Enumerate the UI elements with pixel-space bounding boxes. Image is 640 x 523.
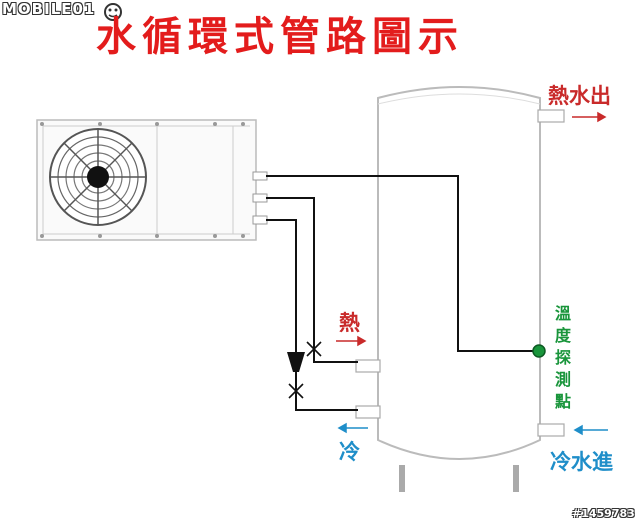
- cold-water-in-label: 冷水進: [550, 450, 613, 474]
- fan-icon: [49, 128, 147, 226]
- watermark-face-icon: [104, 3, 122, 21]
- cold-label: 冷: [339, 440, 360, 464]
- water-tank: [355, 86, 565, 492]
- heat-pump-unit: [36, 119, 268, 241]
- page-title: 水循環式管路圖示: [96, 13, 464, 60]
- hot-water-out-label: 熱水出: [548, 84, 611, 108]
- pipes: [266, 175, 536, 411]
- watermark-logo: MOBILE01: [2, 0, 96, 18]
- hot-label: 熱: [339, 311, 360, 335]
- cold-in-arrow-icon: [573, 424, 608, 436]
- image-id-watermark: #1459783: [572, 507, 635, 520]
- valve-icon: [288, 341, 322, 399]
- temperature-probe-icon: [532, 344, 546, 358]
- pump-icon: [287, 352, 305, 372]
- temperature-probe-label: 溫度探測點: [554, 304, 571, 411]
- cold-arrow-icon: [337, 422, 368, 434]
- hot-arrow-icon: [336, 335, 367, 347]
- hot-out-arrow-icon: [572, 111, 607, 123]
